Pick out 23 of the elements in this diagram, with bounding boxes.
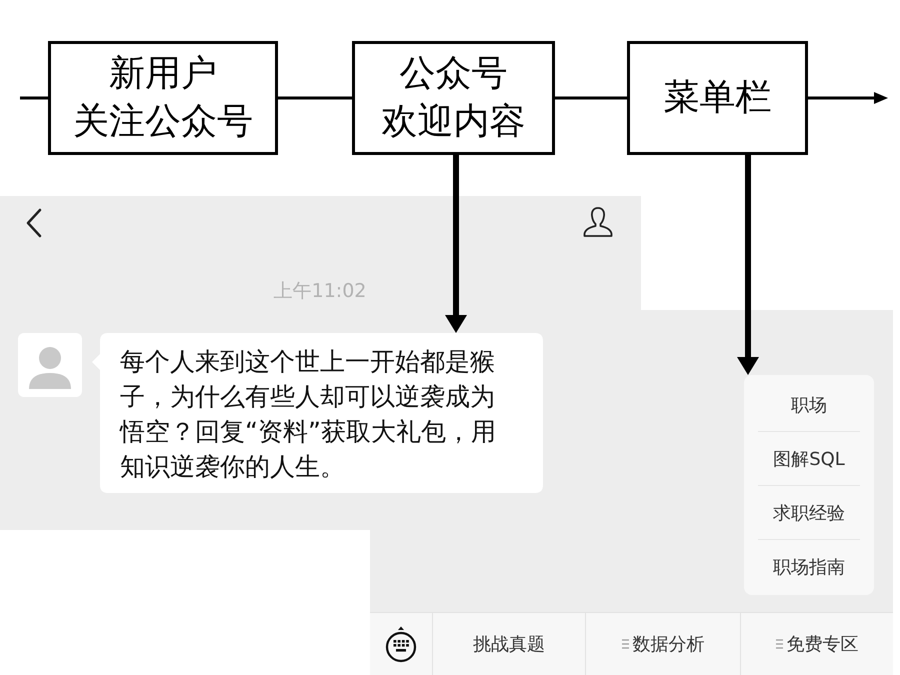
arrow bbox=[445, 155, 467, 333]
menu-item: 求职经验 bbox=[758, 486, 860, 540]
connector-line bbox=[555, 96, 627, 100]
menu-button: 数据分析 bbox=[585, 613, 740, 675]
menu-button: 挑战真题 bbox=[432, 613, 585, 675]
menu-button: 免费专区 bbox=[740, 613, 893, 675]
menu-item: 图解SQL bbox=[758, 432, 860, 486]
message-bubble bbox=[92, 333, 543, 493]
process-box bbox=[352, 41, 555, 155]
menu-item: 职场 bbox=[758, 378, 860, 432]
message-text: 每个人来到这个世上一开始都是猴子，为什么有些人却可以逆袭成为悟空？回复“资料”获取大礼包，用知识逆袭你的人生。 bbox=[120, 346, 497, 483]
process-box bbox=[627, 41, 808, 155]
box-label: 新用户关注公众号 bbox=[73, 52, 253, 144]
arrow bbox=[737, 155, 759, 375]
process-box bbox=[48, 41, 278, 155]
menu-item: 职场指南 bbox=[772, 556, 846, 580]
connector-line bbox=[20, 96, 48, 100]
connector-line bbox=[278, 96, 352, 100]
box-label: 菜单栏 bbox=[664, 76, 772, 120]
box-label: 公众号欢迎内容 bbox=[382, 52, 526, 144]
timestamp: 上午11:02 bbox=[274, 279, 366, 303]
popup-menu bbox=[744, 375, 874, 595]
arrow bbox=[808, 92, 888, 104]
